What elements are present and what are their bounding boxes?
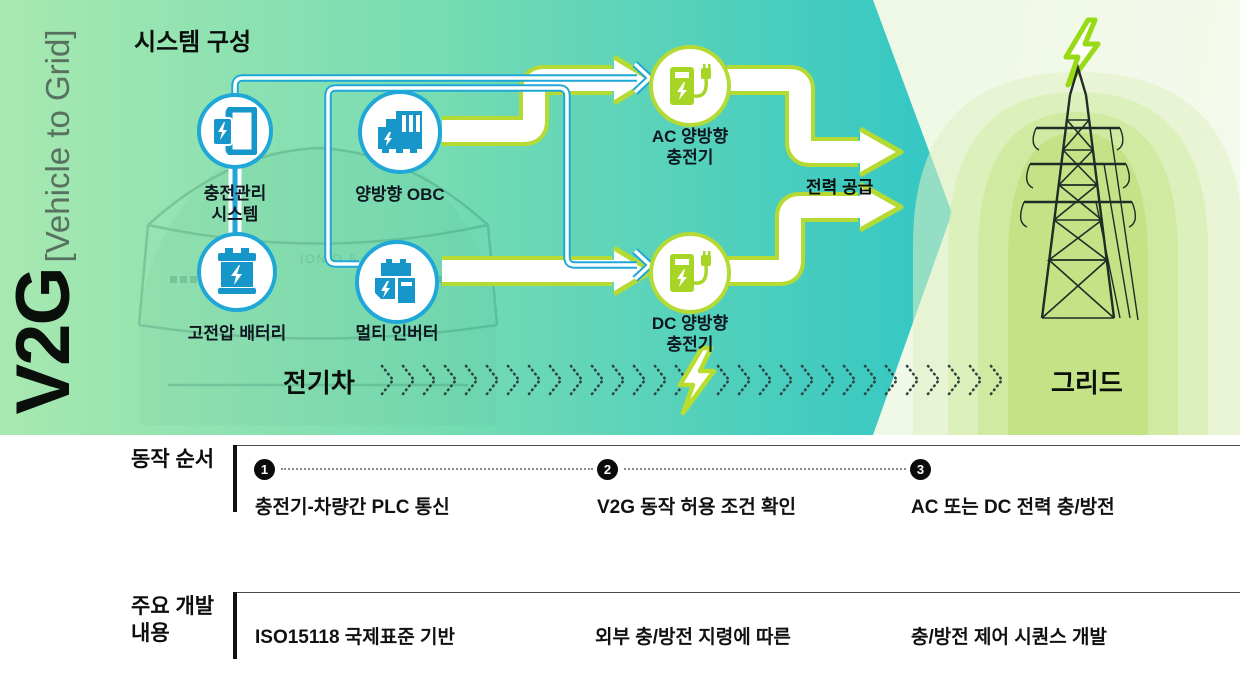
node-charge-management [197,93,273,169]
ev-label: 전기차 [283,368,355,398]
node-ac-charger [649,45,731,127]
node-battery [197,232,277,312]
development-divider-bar [233,592,237,659]
step-3-badge: 3 [910,459,931,480]
node-label-obc: 양방향 OBC [355,185,445,204]
arrowhead-power-supply-bottom [858,181,904,233]
node-obc [358,90,442,174]
inverter-icon [375,259,415,303]
node-label-dc-charger: DC 양방향 충전기 [651,314,729,355]
step-connector-1-2 [281,468,593,470]
diagram-graphics: IONIQ 5 [137,17,1240,435]
step-3-text: AC 또는 DC 전력 충/방전 [911,497,1115,518]
node-label-charge-management: 충전관리 시스템 [203,184,267,225]
grid-label: 그리드 [1051,368,1123,398]
node-label-battery: 고전압 배터리 [187,324,287,343]
step-1-badge: 1 [254,459,275,480]
node-dc-charger [649,232,731,314]
tower-glow [913,72,1240,435]
power-supply-label: 전력 공급 [806,178,874,197]
dc-charger-icon [670,251,711,292]
v2g-title: V2G [Vehicle to Grid] [0,29,90,414]
grid-lightning-icon [1063,17,1101,88]
section-title: 시스템 구성 [134,29,252,56]
development-header: 주요 개발 내용 [131,595,215,645]
step-1-text: 충전기-차량간 PLC 통신 [255,497,450,518]
comm-tubes [228,61,654,282]
sequence-top-rule [237,445,1240,446]
v2g-acronym: V2G [1,268,86,415]
node-label-ac-charger: AC 양방향 충전기 [651,127,729,168]
node-inverter [355,240,439,324]
arrowhead-power-supply-top [858,126,904,178]
sequence-header: 동작 순서 [131,448,215,471]
flow-lightning-icon [677,345,717,416]
development-item-3: 충/방전 제어 시퀀스 개발 [911,627,1107,648]
obc-icon [378,111,422,153]
v2g-fullname: [Vehicle to Grid] [39,29,76,263]
step-2-badge: 2 [597,459,618,480]
development-item-2: 외부 충/방전 지령에 따른 양방향 전류 제어 [595,627,791,648]
sequence-divider-bar [233,445,237,512]
battery-icon [218,248,256,294]
charge-door-icon [213,107,257,155]
system-diagram-banner: IONIQ 5 [0,0,1240,435]
step-2-text: V2G 동작 허용 조건 확인 [597,497,796,518]
development-item-1: ISO15118 국제표준 기반 충전기-차량간 통신 프로토콜 개발 [255,627,455,648]
transmission-tower-icon [1019,63,1139,321]
step-connector-2-3 [624,468,906,470]
ac-charger-icon [670,64,711,105]
node-label-inverter: 멀티 인버터 [355,324,439,343]
development-top-rule [237,592,1240,593]
